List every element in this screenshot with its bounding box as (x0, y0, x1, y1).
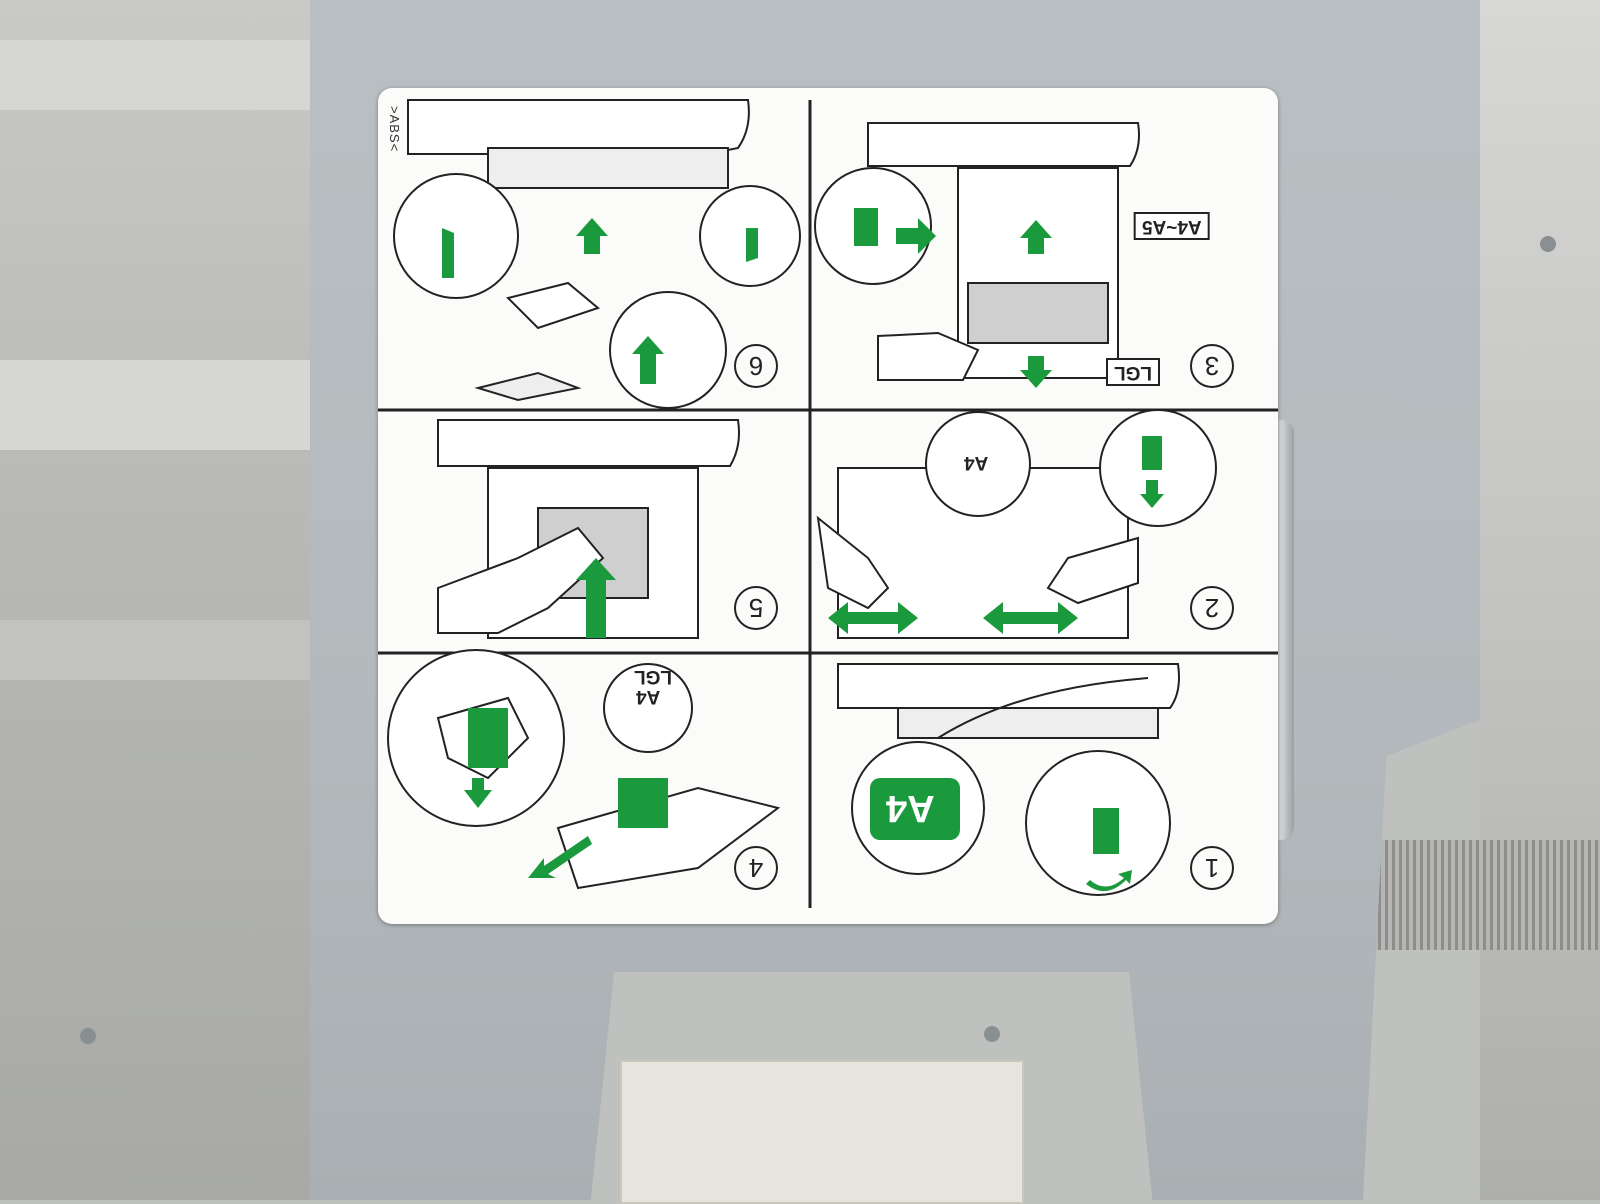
step-number-3: 3 (1190, 344, 1234, 388)
panel-5-drawing (437, 419, 740, 639)
panel-2-green-marks (828, 436, 1164, 634)
screw-hole (1540, 236, 1556, 252)
instruction-drawings (378, 99, 1278, 908)
size-tag-lgl-small: LGL (634, 666, 672, 687)
step-number-1: 1 (1190, 846, 1234, 890)
step-number-2: 2 (1190, 586, 1234, 630)
size-badge-a4: A4 (886, 787, 935, 829)
screw-hole (984, 1026, 1000, 1042)
material-mark: >ABS< (387, 106, 402, 153)
background-printer-right (1480, 0, 1600, 1200)
panel-6-drawing (393, 99, 801, 409)
screw-hole (80, 1028, 96, 1044)
step-number-6: 6 (734, 344, 778, 388)
size-tag-lgl: LGL (1106, 358, 1160, 386)
panel-4-green-marks (464, 708, 668, 878)
background-printer-left (0, 0, 330, 1200)
panel-6-green-marks (442, 218, 758, 384)
instruction-label: >ABS< 6 3 5 2 4 1 A4~A5 LGL A4 A4 LGL A4 (378, 88, 1278, 924)
step-number-5: 5 (734, 586, 778, 630)
panel-4-drawing (387, 649, 781, 890)
size-tag-a4: A4 (964, 452, 989, 473)
step-number-4: 4 (734, 846, 778, 890)
panel-5-green-arrow (576, 558, 616, 638)
panel-3-drawing (814, 122, 1140, 381)
vent-grille (1350, 840, 1600, 950)
panel-2-drawing (816, 409, 1217, 639)
panel-1-green-marks (870, 778, 1132, 892)
size-tag-a4-a5: A4~A5 (1134, 212, 1210, 240)
panel-3-green-marks (854, 208, 1052, 388)
tray-clip (620, 1060, 1024, 1204)
